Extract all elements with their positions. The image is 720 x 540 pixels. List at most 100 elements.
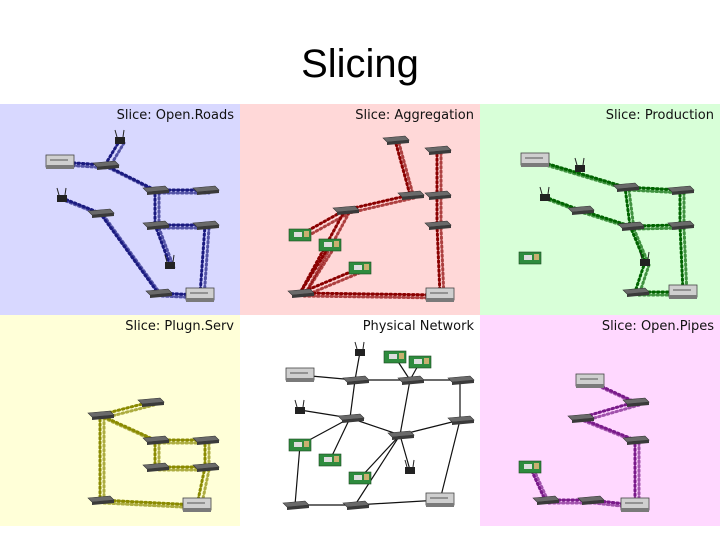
panel-label: Slice: Plugn.Serv <box>125 319 234 334</box>
network-card-icon <box>318 238 342 252</box>
network-link <box>198 223 207 297</box>
switch-icon <box>192 185 220 195</box>
network-card-icon <box>348 471 372 485</box>
network-card-icon <box>288 438 312 452</box>
panel-label: Slice: Production <box>605 108 714 123</box>
switch-icon <box>577 495 605 505</box>
network-link <box>633 260 647 294</box>
wireless-ap-icon <box>114 129 125 144</box>
wireless-ap-icon <box>574 157 585 172</box>
slide-title: Slicing <box>301 42 419 86</box>
server-icon <box>45 154 75 169</box>
wireless-ap-icon <box>164 254 175 269</box>
switch-icon <box>87 495 115 505</box>
network-link <box>623 185 632 228</box>
panel-label: Slice: Open.Roads <box>116 108 234 123</box>
switch-icon <box>424 220 452 230</box>
network-link <box>399 434 411 471</box>
network-card-icon <box>518 251 542 265</box>
switch-icon <box>332 205 360 215</box>
network-link <box>682 226 689 297</box>
switch-icon <box>137 397 165 407</box>
network-link <box>359 434 401 479</box>
network-link <box>329 417 351 461</box>
slice-grid: Slice: Open.Roads Slice: Aggregation Sli… <box>0 104 720 526</box>
network-link <box>439 419 461 501</box>
switch-icon <box>447 415 475 425</box>
network-link <box>533 158 627 189</box>
network-card-icon <box>408 355 432 369</box>
server-icon <box>520 152 550 167</box>
network-link <box>298 291 442 297</box>
network-diagram <box>45 129 220 302</box>
panel-label: Physical Network <box>362 319 474 334</box>
network-link <box>102 214 164 298</box>
switch-icon <box>382 135 410 145</box>
switch-icon <box>142 220 170 230</box>
network-link <box>678 223 685 294</box>
panel-aggregation: Slice: Aggregation <box>240 104 480 315</box>
network-link <box>354 351 361 381</box>
switch-icon <box>424 145 452 155</box>
switch-icon <box>87 410 115 420</box>
network-card-icon <box>348 261 372 275</box>
wireless-ap-icon <box>639 251 650 266</box>
switch-icon <box>617 221 645 231</box>
switch-icon <box>282 500 310 510</box>
network-link <box>103 138 122 167</box>
server-icon <box>620 497 650 512</box>
network-link <box>435 223 442 297</box>
network-link <box>397 141 416 200</box>
network-link <box>354 434 401 506</box>
switch-icon <box>337 413 365 423</box>
switch-icon <box>287 288 315 298</box>
network-link <box>302 211 351 240</box>
network-link <box>157 226 176 270</box>
switch-icon <box>192 462 220 472</box>
network-link <box>294 444 301 506</box>
network-card-icon <box>318 453 342 467</box>
network-diagram <box>87 397 220 512</box>
server-icon <box>668 284 698 299</box>
panel-label: Slice: Aggregation <box>355 108 474 123</box>
network-link <box>347 196 416 215</box>
panel-plugn-serv: Slice: Plugn.Serv <box>0 315 240 526</box>
network-link <box>98 498 199 507</box>
network-link <box>298 243 332 295</box>
switch-icon <box>342 375 370 385</box>
network-link <box>439 226 446 300</box>
switch-icon <box>567 205 595 215</box>
wireless-ap-icon <box>539 186 550 201</box>
network-card-icon <box>518 460 542 474</box>
switch-icon <box>612 182 640 192</box>
network-diagram <box>518 373 650 512</box>
server-icon <box>182 497 212 512</box>
switch-icon <box>92 160 120 170</box>
server-icon <box>425 287 455 302</box>
wireless-ap-icon <box>354 341 365 356</box>
network-link <box>349 379 356 419</box>
network-link <box>628 224 647 264</box>
switch-icon <box>622 287 650 297</box>
network-card-icon <box>288 228 312 242</box>
network-link <box>202 226 211 300</box>
panel-open-roads: Slice: Open.Roads <box>0 104 240 315</box>
wireless-ap-icon <box>404 459 415 474</box>
switch-icon <box>192 435 220 445</box>
switch-icon <box>447 375 475 385</box>
switch-icon <box>532 495 560 505</box>
wireless-ap-icon <box>294 399 305 414</box>
server-icon <box>185 287 215 302</box>
switch-icon <box>387 430 415 440</box>
server-icon <box>425 492 455 507</box>
switch-icon <box>142 435 170 445</box>
switch-icon <box>145 288 173 298</box>
network-link <box>302 269 366 298</box>
switch-icon <box>397 190 425 200</box>
network-link <box>302 294 446 300</box>
network-diagram <box>282 341 475 510</box>
panel-open-pipes: Slice: Open.Pipes <box>480 315 720 526</box>
switch-icon <box>622 435 650 445</box>
network-diagram <box>287 135 455 302</box>
switch-icon <box>87 208 115 218</box>
